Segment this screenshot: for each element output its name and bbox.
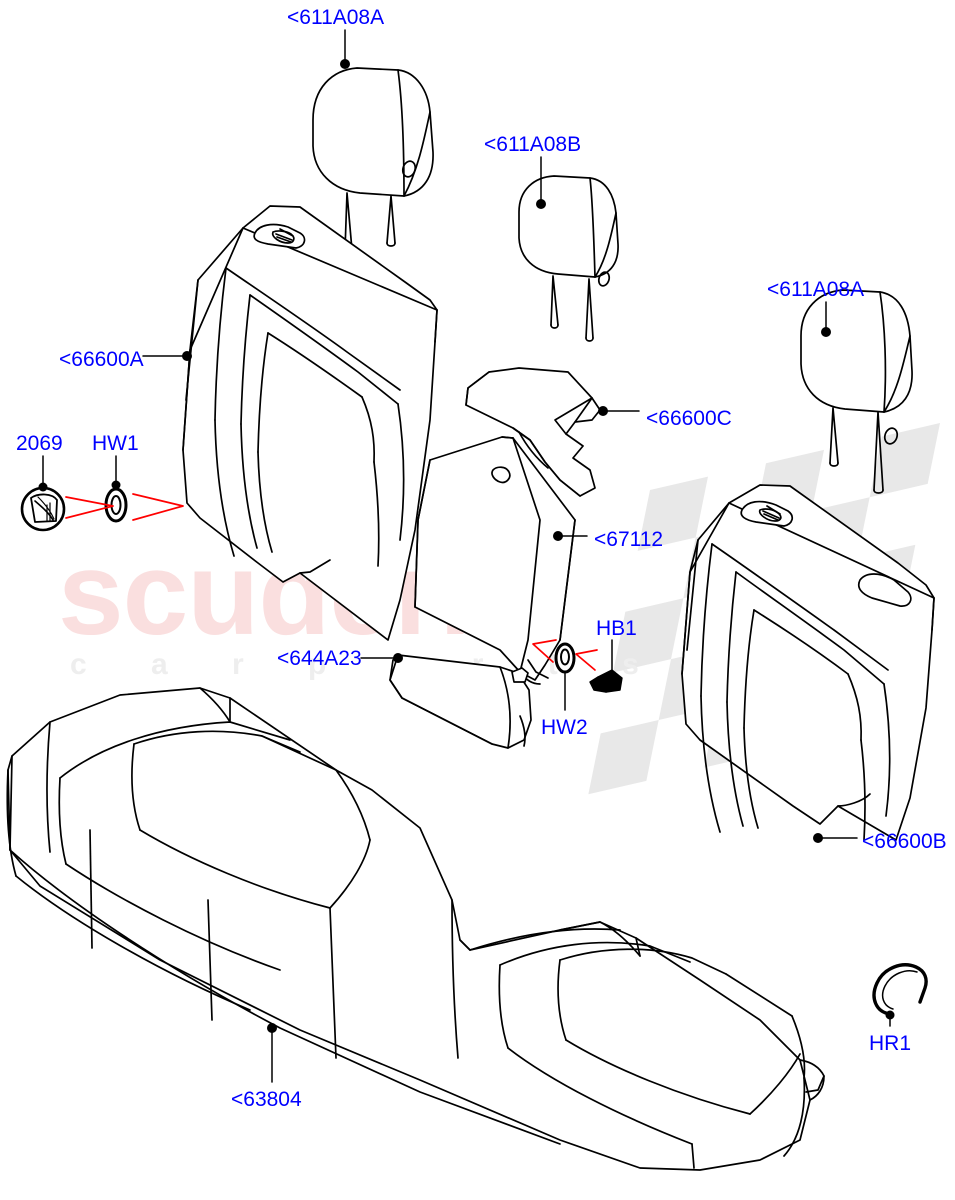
seat-back-panel-art [414, 436, 576, 685]
label-seat-back-right[interactable]: <66600B [862, 830, 947, 853]
label-clip-2069[interactable]: 2069 [16, 432, 63, 455]
label-seat-cushion[interactable]: <63804 [231, 1088, 302, 1111]
hook-hr1-art [872, 963, 928, 1020]
label-seat-back-center[interactable]: <66600C [646, 407, 732, 430]
label-head-restraint-left[interactable]: <611A08A [287, 6, 385, 29]
seat-cushion-art [6, 687, 825, 1171]
seat-back-center-art [465, 367, 601, 497]
head-restraint-center-art [518, 175, 619, 342]
label-arm-rest[interactable]: <644A23 [277, 647, 362, 670]
label-hook-hr1[interactable]: HR1 [869, 1032, 912, 1055]
arm-rest-art [389, 654, 532, 749]
leader-lines [42, 29, 891, 1083]
assembly-arrows [65, 493, 598, 671]
label-washer-hw2[interactable]: HW2 [541, 716, 588, 739]
washer-hw1-art [104, 480, 128, 523]
clip-2069-art [20, 482, 66, 532]
bolt-hb1-art [589, 669, 623, 693]
head-restraint-left-art [312, 67, 434, 254]
seat-back-right-art [681, 484, 935, 841]
seat-back-left-art [182, 205, 438, 641]
label-head-restraint-right[interactable]: <611A08A [767, 278, 865, 301]
label-head-restraint-center[interactable]: <611A08B [484, 133, 582, 156]
label-seat-back-panel[interactable]: <67112 [594, 528, 664, 551]
label-seat-back-left[interactable]: <66600A [59, 348, 144, 371]
label-bolt-hb1[interactable]: HB1 [596, 617, 637, 640]
washer-hw2-art [554, 642, 576, 674]
label-washer-hw1[interactable]: HW1 [92, 432, 139, 455]
head-restraint-right-art [800, 289, 913, 494]
